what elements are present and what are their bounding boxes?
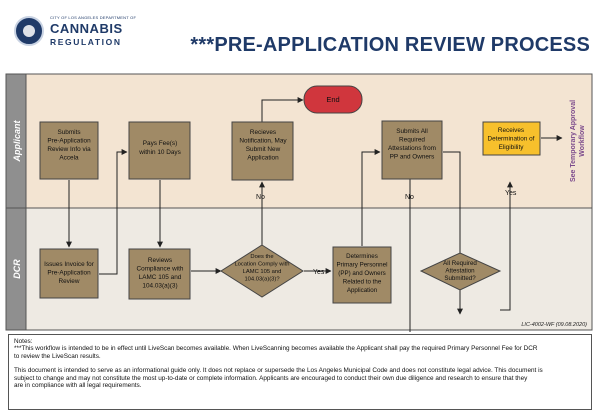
submits-attestations-line: Submits All	[396, 128, 428, 135]
city-seal-icon	[14, 16, 44, 46]
node-end-label: End	[326, 95, 339, 104]
edge-label-yes-attestation: Yes	[505, 190, 517, 197]
notes-box: Notes: ***This workflow is intended to b…	[8, 334, 592, 410]
issues-invoice-line: Issues Invoice for	[44, 261, 95, 268]
reviews-compliance-line: 104.03(a)(3)	[142, 283, 177, 290]
submits-attestations-line: Required	[399, 137, 425, 144]
receives-notification-line: Recieves	[250, 129, 276, 136]
determines-personnel-line: (PP) and Owners	[338, 270, 385, 277]
receives-notification-line: Notification, May	[239, 138, 287, 145]
reviews-compliance-line: Reviews	[148, 257, 172, 264]
logo-subname: REGULATION	[50, 37, 122, 47]
notes-p1-line1: ***This workflow is intended to be in ef…	[14, 345, 538, 353]
edge-label-yes-location: Yes	[313, 269, 325, 276]
logo-city-line: CITY OF LOS ANGELES DEPARTMENT OF	[50, 15, 137, 20]
decision-location-line: 104.03(a)(3)?	[244, 277, 280, 283]
issues-invoice-line: Pre-Application	[47, 270, 91, 277]
notes-heading: Notes:	[14, 338, 33, 345]
edge-notification-to-end	[261, 97, 304, 126]
receives-determination-line: Eligibility	[499, 144, 525, 151]
decision-attestation-line: Attestation	[445, 268, 475, 275]
dcr-lane-label: DCR	[12, 259, 22, 279]
page-header: CITY OF LOS ANGELES DEPARTMENT OF CANNAB…	[0, 0, 600, 68]
decision-location-line: Location Comply with	[234, 262, 289, 268]
receives-determination-line: Determination of	[488, 136, 535, 143]
notes-p2-line3: are in compliance with all legal require…	[14, 382, 142, 390]
edge-label-no-attestation: No	[405, 194, 414, 201]
edge-invoice-to-pay	[99, 149, 128, 275]
submit-info-line: Review Info via	[47, 146, 91, 153]
submit-info-line: Accela	[59, 155, 79, 162]
determines-personnel-line: Primary Personnel	[337, 262, 388, 269]
pays-fees-line: within 10 Days	[138, 149, 181, 156]
determines-personnel-line: Determines	[346, 253, 378, 260]
determines-personnel-line: Application	[347, 287, 378, 294]
determines-personnel-line: Related to the	[343, 279, 382, 286]
dcr-lane-header	[5, 207, 27, 331]
decision-location-line: Does the	[250, 254, 273, 260]
side-note-line: See Temporary Approval	[570, 100, 577, 182]
notes-p1-line2: to review the LiveScan results.	[14, 352, 101, 360]
connectors	[66, 97, 563, 332]
node-pays-fees: Pays Fee(s) within 10 Days	[128, 121, 191, 180]
notes-p2-line1: This document is intended to serve as an…	[14, 367, 543, 375]
reviews-compliance-line: LAMC 105 and	[139, 274, 182, 281]
edge-label-no-location: No	[256, 194, 265, 201]
form-id: LIC-4002-WF (09.08.2020)	[521, 322, 587, 328]
submit-info-line: Pre-Application	[47, 138, 91, 145]
node-pays-fees-label: Pays Fee(s) within 10 Days	[138, 140, 181, 156]
receives-notification-line: Submit New	[246, 146, 281, 153]
decision-attestation-line: Submitted?	[444, 275, 476, 282]
submits-attestations-line: PP and Owners	[390, 154, 435, 161]
notes-p2-line2: subject to change and may not constitute…	[14, 374, 528, 382]
page-title: ***PRE-APPLICATION REVIEW PROCESS	[190, 34, 590, 56]
receives-notification-line: Application	[247, 155, 279, 162]
node-end: End	[303, 85, 363, 114]
applicant-lane-label: Applicant	[12, 120, 22, 163]
logo-name: CANNABIS	[50, 21, 123, 36]
decision-location-line: LAMC 105 and	[243, 269, 282, 275]
pays-fees-line: Pays Fee(s)	[143, 140, 177, 147]
edge-attestation-yes	[500, 181, 513, 311]
reviews-compliance-line: Compliance with	[137, 266, 184, 273]
decision-attestation-line: All Required	[443, 260, 477, 267]
submit-info-line: Submits	[57, 129, 80, 136]
side-note-line: Workflow	[579, 125, 586, 157]
edge-personnel-to-attestations	[361, 149, 381, 246]
receives-determination-line: Receives	[498, 127, 524, 134]
submits-attestations-line: Attestations from	[388, 145, 436, 152]
edge-attestation-no	[407, 154, 413, 332]
issues-invoice-line: Review	[59, 278, 80, 285]
dcr-logo: CITY OF LOS ANGELES DEPARTMENT OF CANNAB…	[14, 10, 164, 56]
